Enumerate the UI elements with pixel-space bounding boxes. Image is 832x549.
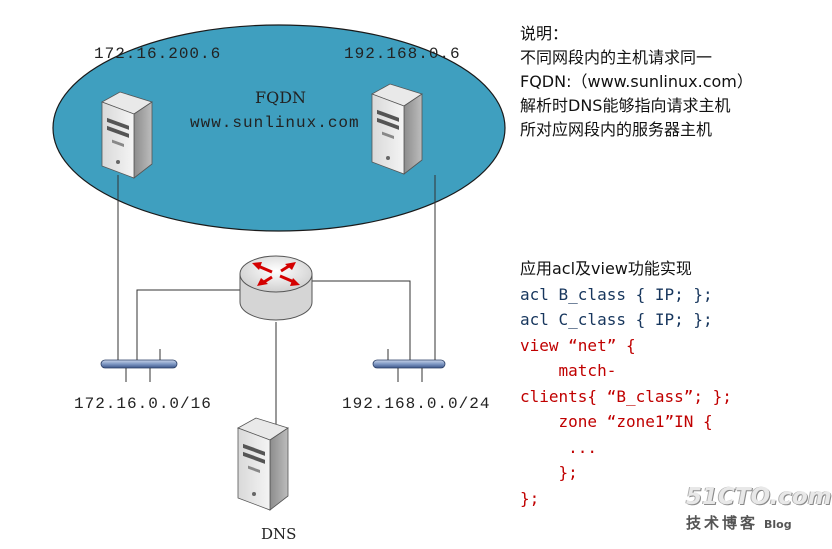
fqdn-zone-ellipse xyxy=(52,24,506,232)
server-right-ip: 192.168.0.6 xyxy=(344,45,461,63)
server-left-ip: 172.16.200.6 xyxy=(94,45,222,63)
subnet-right-label: 192.168.0.0/24 xyxy=(342,395,491,413)
note-line: 不同网段内的主机请求同一 xyxy=(520,48,713,67)
server-left-icon xyxy=(101,91,153,179)
site-watermark-logo: 51CTO.com 技术博客 Blog xyxy=(686,484,832,533)
watermark-title: 51CTO.com xyxy=(686,484,832,510)
network-diagram xyxy=(52,24,506,511)
fqdn-value: www.sunlinux.com xyxy=(190,114,360,132)
code-line: acl B_class { IP; }; xyxy=(520,284,713,304)
code-line: view “net” { xyxy=(520,335,636,355)
config-code-block: 应用acl及view功能实现 acl B_class { IP; }; acl … xyxy=(520,256,732,511)
subnet-bar-right xyxy=(372,349,446,382)
code-line: acl C_class { IP; }; xyxy=(520,310,713,329)
subnet-left-label: 172.16.0.0/16 xyxy=(74,395,212,413)
note-line: FQDN:（www.sunlinux.com） xyxy=(520,72,753,91)
dns-label: DNS xyxy=(261,525,297,543)
connection-lines xyxy=(117,175,436,425)
fqdn-label: FQDN xyxy=(255,88,307,107)
code-line: zone “zone1”IN { xyxy=(520,412,713,431)
server-right-icon xyxy=(371,83,423,175)
subnet-bar-left xyxy=(100,349,178,382)
router-icon xyxy=(239,255,313,321)
note-line: 说明： xyxy=(520,24,569,43)
code-line: }; xyxy=(520,488,540,508)
code-heading: 应用acl及view功能实现 xyxy=(520,259,692,278)
code-line: ... xyxy=(520,437,598,457)
code-line: match- xyxy=(520,361,617,380)
code-line: clients{ “B_class”; }; xyxy=(520,386,732,406)
watermark-subtitle: 技术博客 xyxy=(686,514,759,532)
dns-server-icon xyxy=(237,417,289,511)
explanation-note: 说明： 不同网段内的主机请求同一 FQDN:（www.sunlinux.com）… xyxy=(520,22,753,142)
note-line: 所对应网段内的服务器主机 xyxy=(520,120,713,139)
note-line: 解析时DNS能够指向请求主机 xyxy=(520,96,731,115)
code-line: }; xyxy=(520,463,578,482)
watermark-tag: Blog xyxy=(764,518,792,531)
